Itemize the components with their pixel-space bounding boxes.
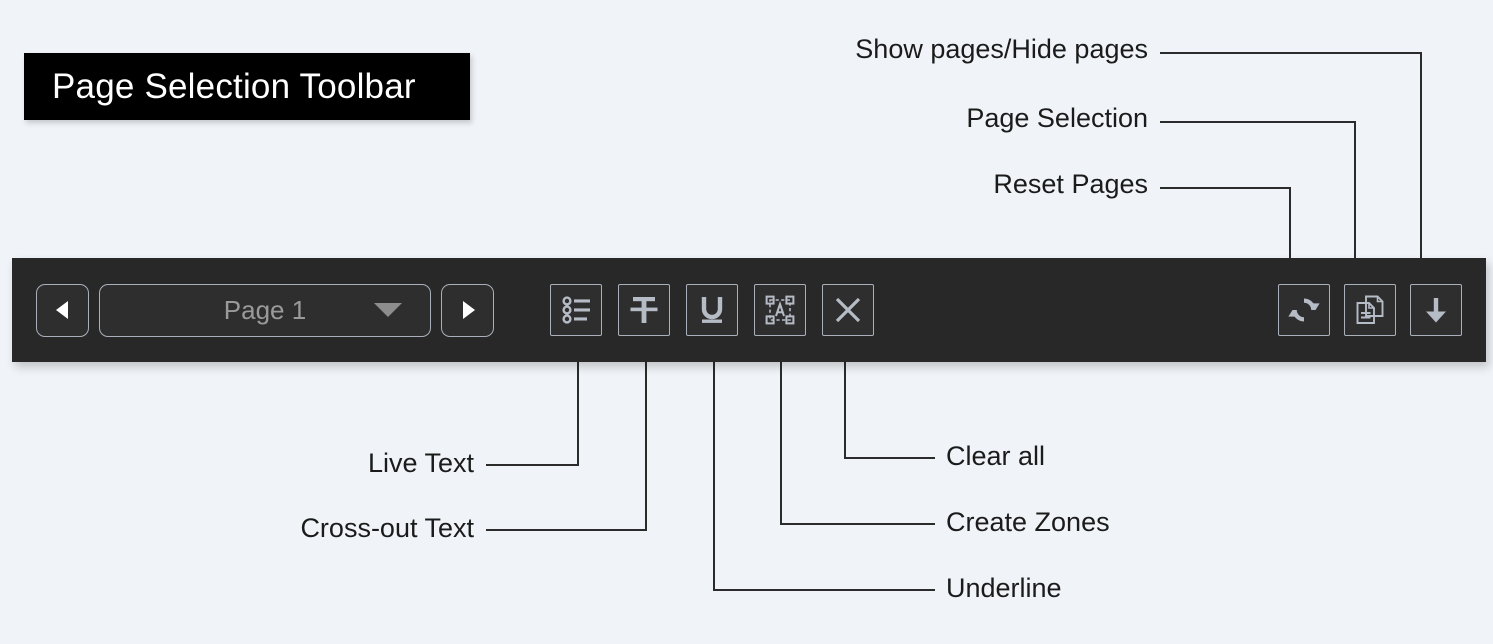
leader-show-hide-pages bbox=[1160, 52, 1422, 262]
triangle-left-icon bbox=[55, 301, 68, 319]
callout-label-reset-pages: Reset Pages bbox=[993, 169, 1148, 199]
page-selection-button[interactable] bbox=[1344, 284, 1396, 336]
underline-button[interactable] bbox=[686, 284, 738, 336]
page-actions-group bbox=[1278, 284, 1462, 336]
refresh-cycle-icon bbox=[1288, 298, 1320, 322]
callout-label-underline: Underline bbox=[946, 573, 1062, 603]
show-hide-pages-button[interactable] bbox=[1410, 284, 1462, 336]
callout-label-live-text: Live Text bbox=[367, 448, 474, 478]
triangle-right-icon bbox=[462, 301, 475, 319]
create-zones-button[interactable] bbox=[754, 284, 806, 336]
page-selection-toolbar: Page 1 bbox=[12, 258, 1486, 362]
page-selector[interactable]: Page 1 bbox=[99, 283, 431, 337]
callout-label-create-zones: Create Zones bbox=[946, 507, 1110, 537]
underline-u-icon bbox=[701, 297, 723, 323]
page-title: Page Selection Toolbar bbox=[52, 66, 416, 106]
previous-page-button[interactable] bbox=[36, 283, 89, 337]
leader-live-text bbox=[486, 360, 579, 466]
leader-cross-out-text bbox=[486, 360, 647, 531]
leader-create-zones bbox=[780, 360, 935, 525]
live-text-button[interactable] bbox=[550, 284, 602, 336]
leader-clear-all bbox=[844, 360, 935, 459]
arrow-down-icon bbox=[1426, 298, 1446, 323]
callout-label-show-hide-pages: Show pages/Hide pages bbox=[855, 34, 1148, 64]
strikethrough-t-icon bbox=[630, 297, 658, 323]
leader-underline bbox=[713, 360, 935, 591]
page-title-plate: Page Selection Toolbar bbox=[24, 53, 470, 120]
clear-all-button[interactable] bbox=[822, 284, 874, 336]
leader-reset-pages bbox=[1160, 187, 1291, 262]
chevron-down-icon bbox=[374, 303, 402, 317]
reset-pages-button[interactable] bbox=[1278, 284, 1330, 336]
callout-label-cross-out-text: Cross-out Text bbox=[300, 513, 474, 543]
callout-label-clear-all: Clear all bbox=[946, 441, 1046, 471]
page-navigation-group: Page 1 bbox=[36, 283, 494, 337]
page-selector-value: Page 1 bbox=[223, 294, 307, 325]
documents-icon bbox=[1356, 295, 1384, 324]
callout-label-page-selection: Page Selection bbox=[966, 103, 1148, 133]
zone-frame-a-icon bbox=[765, 295, 795, 325]
bulleted-list-icon bbox=[562, 296, 590, 324]
next-page-button[interactable] bbox=[441, 283, 494, 337]
leader-page-selection bbox=[1160, 121, 1356, 262]
annotation-tools-group bbox=[550, 284, 874, 336]
cross-out-text-button[interactable] bbox=[618, 284, 670, 336]
close-x-icon bbox=[835, 297, 861, 323]
